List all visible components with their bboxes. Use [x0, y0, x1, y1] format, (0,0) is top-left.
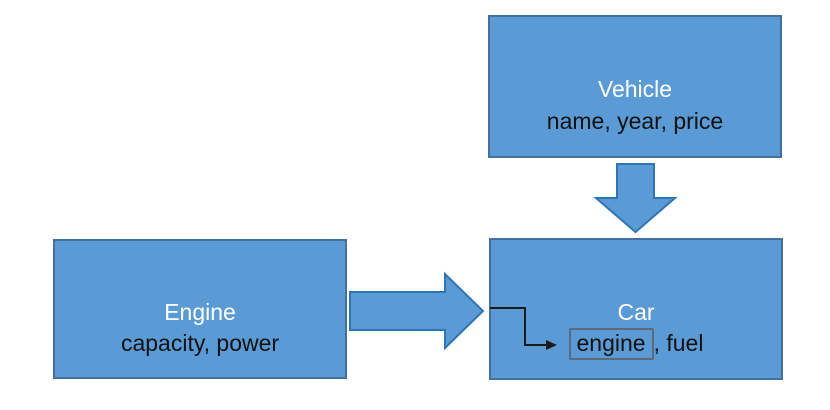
engine-class-box: Engine capacity, power — [53, 239, 347, 379]
car-attributes: engine, fuel — [568, 328, 704, 360]
car-class-box: Car engine, fuel — [489, 238, 783, 380]
engine-title: Engine — [164, 298, 236, 325]
vehicle-to-car-arrow-icon — [593, 163, 678, 234]
vehicle-title: Vehicle — [597, 76, 673, 103]
car-attributes-rest: , fuel — [653, 330, 704, 356]
engine-attribute-ref: engine — [568, 328, 654, 360]
engine-attributes: capacity, power — [120, 330, 280, 356]
vehicle-attributes: name, year, price — [546, 107, 724, 134]
engine-to-car-arrow-icon — [349, 271, 485, 351]
vehicle-class-box: Vehicle name, year, price — [488, 15, 782, 158]
car-title: Car — [617, 298, 655, 325]
